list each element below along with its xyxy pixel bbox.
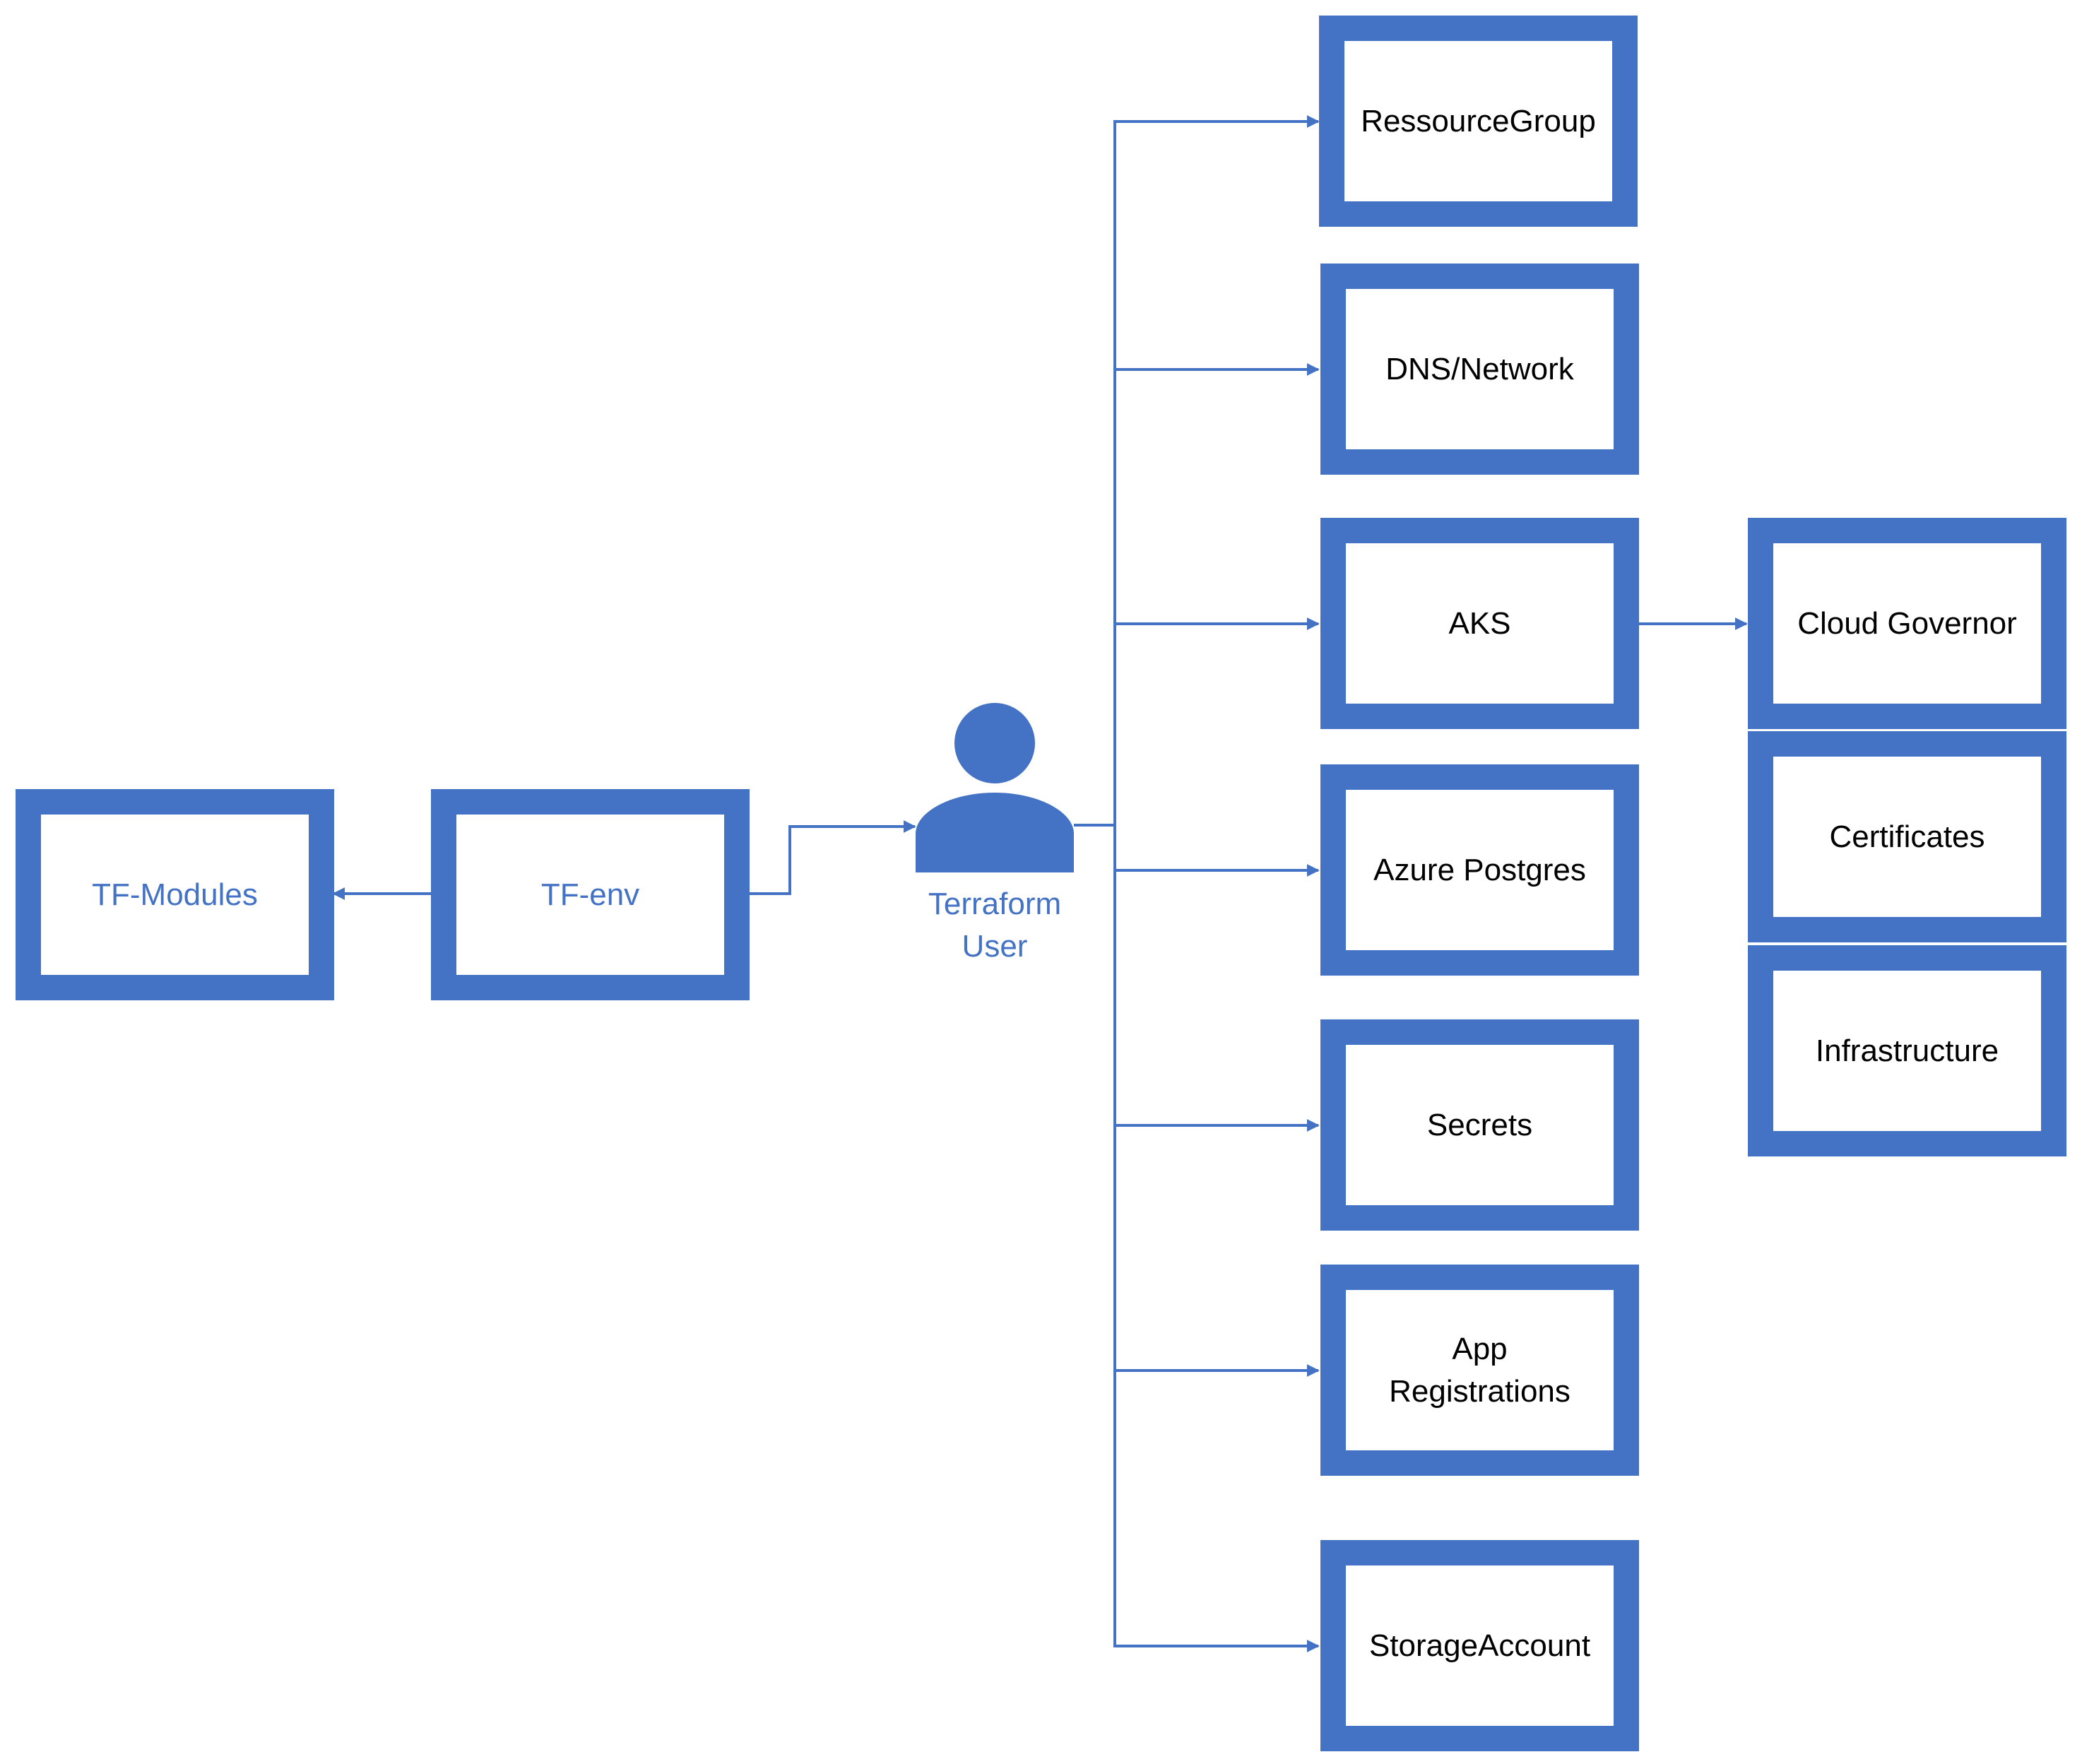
edge-tfenv-user	[749, 820, 916, 895]
node-secrets-label: Secrets	[1426, 1107, 1533, 1142]
node-dns-network-label: DNS/Network	[1385, 351, 1574, 386]
node-secrets[interactable]: Secrets	[1320, 1019, 1639, 1231]
node-azure-postgres[interactable]: Azure Postgres	[1320, 764, 1639, 976]
node-cloud-governor[interactable]: Cloud Governor	[1748, 518, 2066, 729]
node-app-registrations-label: App Registrations	[1389, 1331, 1571, 1409]
node-certificates[interactable]: Certificates	[1748, 731, 2066, 942]
node-infrastructure-label: Infrastructure	[1815, 1033, 1999, 1068]
node-dns-network[interactable]: DNS/Network	[1320, 264, 1639, 475]
node-tf-env-label: TF-env	[540, 877, 640, 912]
node-azure-postgres-label: Azure Postgres	[1373, 852, 1586, 887]
node-certificates-label: Certificates	[1829, 819, 1985, 854]
terraform-user-label: Terraform User	[928, 887, 1062, 964]
node-infrastructure[interactable]: Infrastructure	[1748, 945, 2066, 1156]
node-tf-env[interactable]: TF-env	[431, 789, 750, 1000]
node-aks-label: AKS	[1448, 605, 1511, 641]
node-ressourcegroup-label: RessourceGroup	[1361, 103, 1596, 138]
person-icon	[916, 703, 1074, 872]
node-cloud-governor-label: Cloud Governor	[1797, 605, 2017, 641]
node-storageaccount[interactable]: StorageAccount	[1320, 1540, 1639, 1751]
node-ressourcegroup[interactable]: RessourceGroup	[1319, 16, 1638, 227]
node-storageaccount-label: StorageAccount	[1368, 1628, 1591, 1663]
node-aks[interactable]: AKS	[1320, 518, 1639, 729]
node-app-registrations[interactable]: App Registrations	[1320, 1265, 1639, 1476]
node-tf-modules[interactable]: TF-Modules	[16, 789, 334, 1000]
node-tf-modules-label: TF-Modules	[92, 877, 258, 912]
